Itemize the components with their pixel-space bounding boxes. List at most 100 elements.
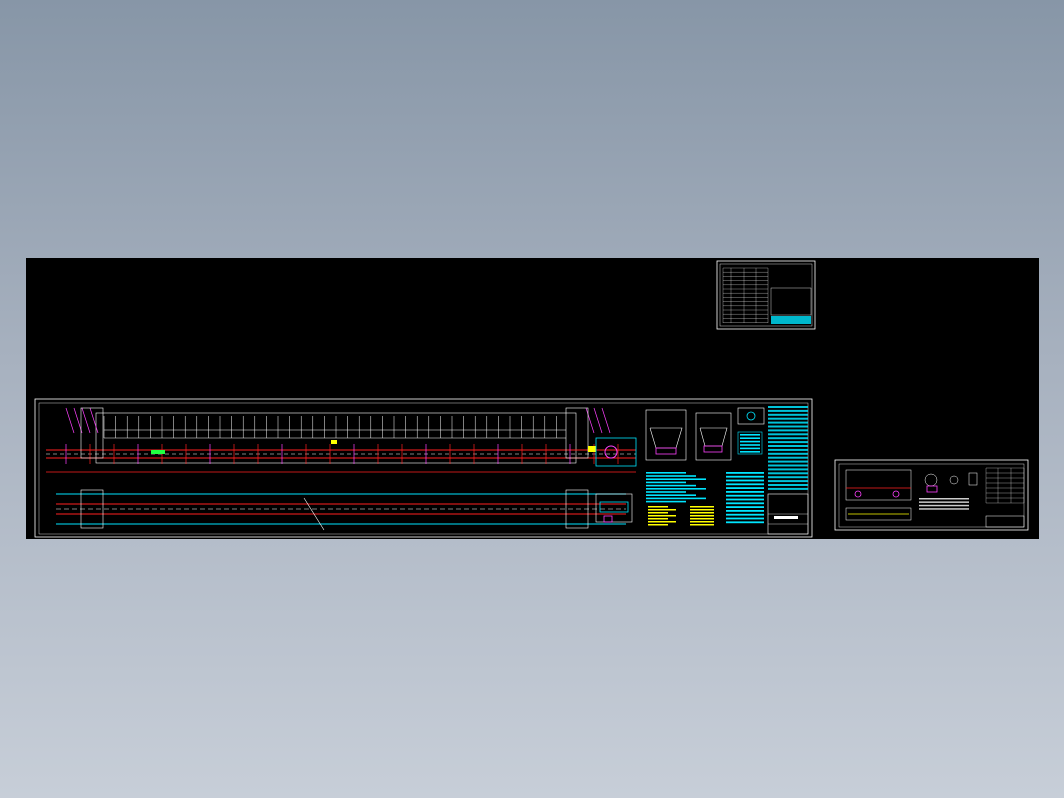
table-row bbox=[768, 421, 808, 424]
leader-line bbox=[601, 407, 611, 434]
plan-drive-cyan bbox=[599, 501, 629, 513]
note-line bbox=[726, 510, 764, 512]
detail-part-a bbox=[924, 473, 938, 487]
note-line bbox=[690, 524, 714, 526]
note-line bbox=[648, 509, 676, 511]
note-line bbox=[646, 494, 696, 496]
section-a-hopper bbox=[649, 427, 683, 449]
yellow-marker-b bbox=[588, 446, 596, 452]
conveyor-elevation-view[interactable] bbox=[46, 407, 637, 473]
note-line bbox=[726, 502, 764, 505]
table-row bbox=[768, 413, 808, 416]
detail-parts-table bbox=[985, 467, 1025, 504]
detail-part-b bbox=[949, 475, 959, 485]
note-line bbox=[726, 479, 764, 482]
main-title-block bbox=[767, 493, 809, 535]
table-row bbox=[740, 440, 760, 443]
detail-title-block bbox=[985, 515, 1025, 528]
bom-title-block bbox=[770, 287, 812, 316]
table-row bbox=[768, 437, 808, 440]
table-row bbox=[768, 487, 808, 490]
bom-table bbox=[722, 267, 769, 323]
table-row bbox=[768, 468, 808, 471]
table-row bbox=[768, 480, 808, 483]
plan-magenta-box bbox=[603, 515, 613, 523]
note-line bbox=[646, 472, 686, 474]
table-row bbox=[768, 460, 808, 463]
parts-list-frame bbox=[716, 260, 816, 330]
note-line bbox=[726, 521, 764, 524]
cross-section-views[interactable] bbox=[645, 407, 765, 461]
leader-line bbox=[81, 407, 91, 434]
note-line bbox=[726, 506, 764, 508]
table-row bbox=[768, 425, 808, 428]
note-line bbox=[646, 475, 696, 477]
section-b-magenta bbox=[703, 445, 723, 453]
table-frame bbox=[737, 431, 763, 455]
note-line bbox=[646, 500, 686, 503]
title-block-name-bar bbox=[774, 516, 798, 519]
note-line bbox=[690, 518, 714, 520]
note-line bbox=[726, 513, 764, 516]
detail-elevation bbox=[845, 469, 912, 501]
note-line bbox=[726, 487, 764, 489]
table-row bbox=[740, 437, 760, 439]
plan-head-frame bbox=[80, 489, 104, 529]
cad-drawing-viewport[interactable]: #000000 bbox=[26, 258, 1039, 539]
section-a-magenta bbox=[655, 447, 677, 455]
note-line bbox=[648, 512, 668, 514]
detail-small-view bbox=[737, 407, 765, 425]
note-line bbox=[726, 494, 764, 497]
table-row bbox=[740, 447, 760, 450]
note-line bbox=[726, 517, 764, 520]
parts-list-inner-frame bbox=[719, 263, 813, 327]
table-row bbox=[740, 444, 760, 446]
cad-drawing-canvas[interactable] bbox=[26, 258, 1039, 539]
note-line bbox=[726, 472, 764, 474]
detail-magenta-a bbox=[854, 490, 862, 498]
main-sheet-frame bbox=[34, 398, 813, 538]
detail-notes bbox=[919, 498, 969, 510]
leader-line bbox=[89, 407, 99, 434]
detail-small-cyan bbox=[746, 411, 756, 421]
table-row bbox=[768, 484, 808, 486]
notes-yellow-block bbox=[648, 506, 714, 526]
leader-line bbox=[73, 407, 83, 434]
note-line bbox=[690, 515, 714, 517]
table-row bbox=[768, 445, 808, 447]
main-assembly-sheet[interactable] bbox=[34, 398, 813, 538]
note-line bbox=[690, 506, 714, 508]
detail-note-line bbox=[919, 508, 969, 510]
note-line bbox=[646, 484, 696, 487]
detail-magenta-b bbox=[892, 490, 900, 498]
detail-sheet-frame bbox=[834, 459, 1029, 531]
section-b-frame bbox=[695, 412, 732, 461]
green-sensor-a bbox=[151, 450, 165, 454]
detail-note-line bbox=[919, 498, 969, 500]
yellow-marker-a bbox=[331, 440, 337, 444]
table-row bbox=[768, 433, 808, 436]
note-line bbox=[726, 483, 764, 486]
note-line bbox=[646, 491, 686, 493]
note-line bbox=[646, 481, 686, 484]
table-row bbox=[768, 452, 808, 455]
note-line bbox=[648, 515, 676, 517]
note-line bbox=[726, 498, 764, 501]
parts-list-sheet[interactable] bbox=[716, 260, 816, 330]
magenta-dimension-marks bbox=[65, 407, 619, 464]
table-row bbox=[740, 451, 760, 453]
note-line bbox=[690, 521, 714, 523]
detail-note-line bbox=[919, 504, 969, 507]
detail-sheet-inner-frame bbox=[838, 463, 1025, 528]
leader-line bbox=[593, 407, 603, 434]
leader-line bbox=[65, 407, 75, 434]
detail-sheet[interactable] bbox=[834, 459, 1029, 531]
elevation-outline bbox=[95, 412, 577, 464]
conveyor-plan-view[interactable] bbox=[56, 489, 633, 531]
note-line bbox=[648, 506, 668, 508]
detail-note-line bbox=[919, 501, 969, 503]
notes-cyan-block bbox=[646, 472, 764, 524]
note-line bbox=[648, 518, 668, 520]
note-line bbox=[646, 488, 706, 490]
note-line bbox=[690, 509, 714, 511]
